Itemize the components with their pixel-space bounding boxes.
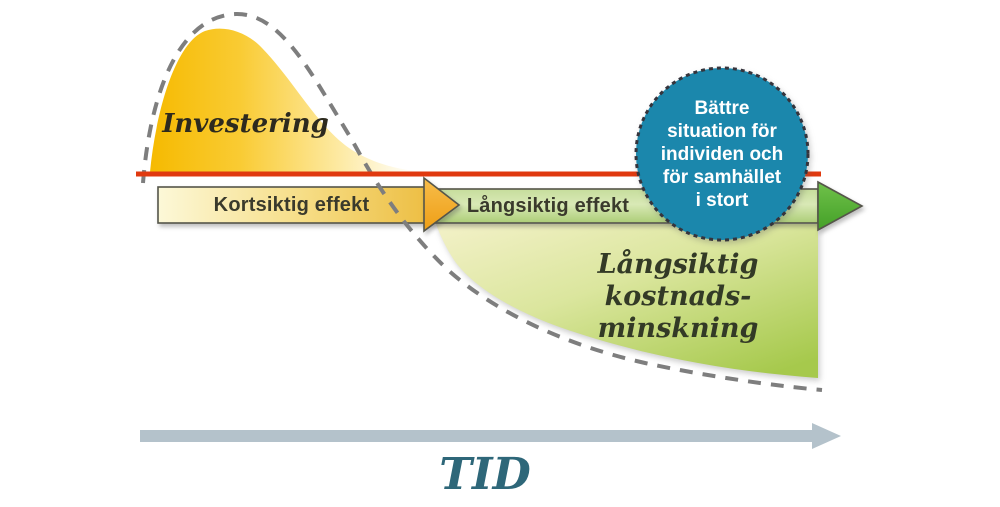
outcome-circle-text: Bättre situation för individen och för s… xyxy=(636,66,808,242)
cost-reduction-line-1: Långsiktig kostnads- xyxy=(597,249,759,312)
cost-reduction-area xyxy=(436,224,818,378)
time-axis-arrow xyxy=(140,423,841,449)
dashed-trend-curve xyxy=(141,11,823,392)
time-axis-label: TID xyxy=(439,448,531,500)
outcome-line-3: individen och xyxy=(660,143,784,165)
long-term-label: Långsiktig effekt xyxy=(466,194,630,217)
outcome-line-5: i stort xyxy=(695,189,749,211)
outcome-line-1: Bättre xyxy=(694,97,750,119)
investment-peak-shape xyxy=(150,28,430,172)
short-term-band xyxy=(157,186,426,224)
cost-reduction-line-2: minskning xyxy=(597,313,759,344)
investment-label: Investering xyxy=(162,109,329,139)
cost-reduction-label: Långsiktig kostnads- minskning xyxy=(523,249,833,344)
outcome-circle xyxy=(634,66,810,242)
short-term-arrowhead xyxy=(423,176,461,233)
long-term-arrowhead xyxy=(817,180,864,232)
outcome-line-4: för samhället xyxy=(662,166,782,188)
outcome-line-2: situation för xyxy=(667,120,777,142)
short-term-label: Kortsiktig effekt xyxy=(213,193,370,216)
